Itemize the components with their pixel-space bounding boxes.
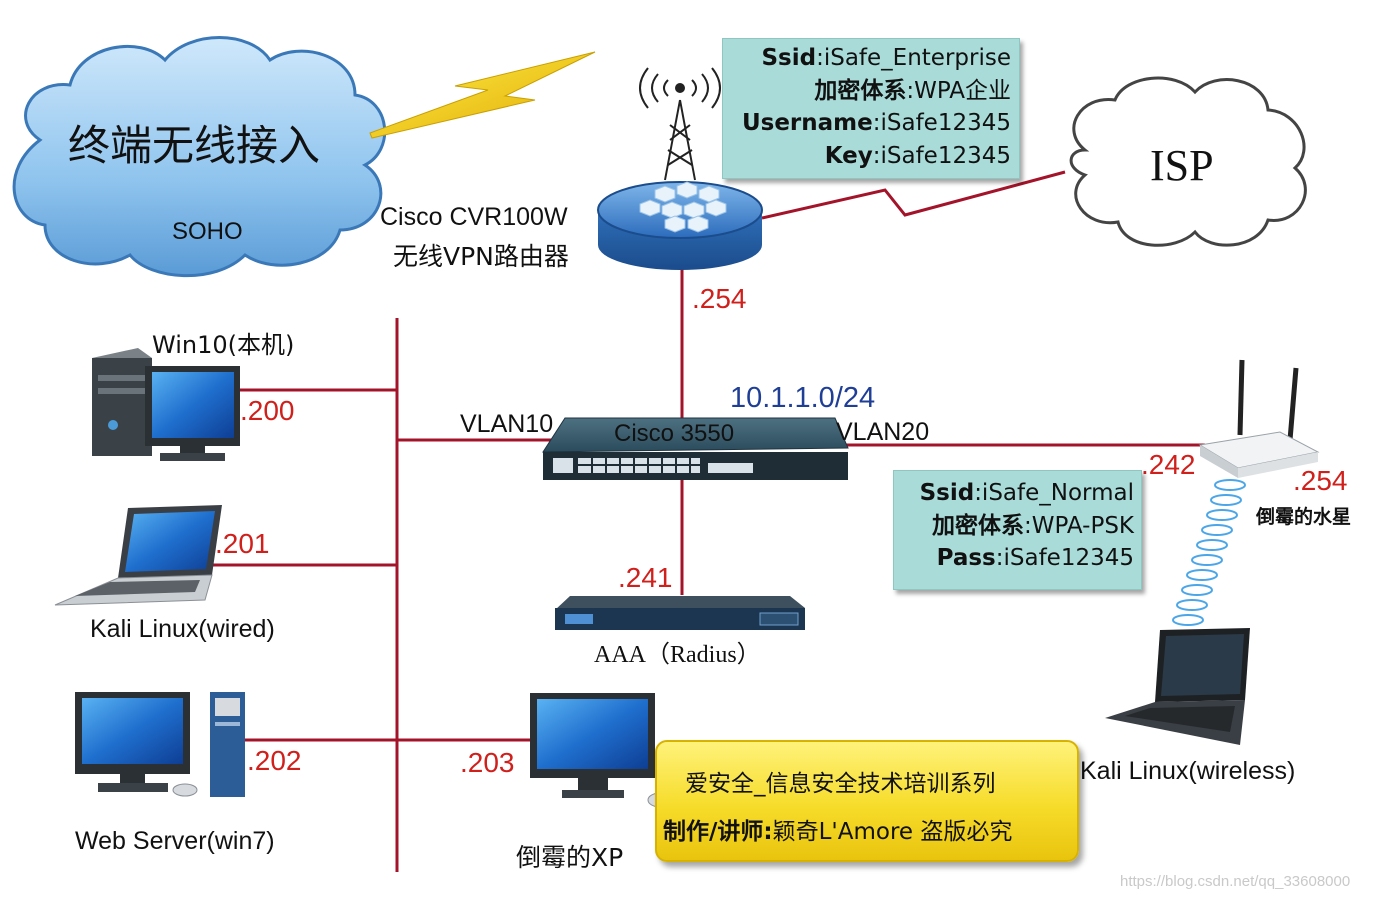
normal-pass-row: Pass:iSafe12345 xyxy=(894,542,1134,575)
router-icon xyxy=(597,181,763,270)
isp-cloud-icon xyxy=(1069,76,1307,247)
web-server-ip: .202 xyxy=(247,745,302,776)
wireless-signal-coil-icon xyxy=(1172,479,1246,626)
pass-key: Key xyxy=(824,142,873,169)
router-name: Cisco CVR100W xyxy=(380,203,568,231)
aaa-ip: .241 xyxy=(618,562,673,593)
normal-enc-value: :WPA-PSK xyxy=(1024,512,1134,539)
normal-pass-value: :iSafe12345 xyxy=(995,545,1134,571)
win10-label: Win10(本机) xyxy=(152,331,295,359)
win10-ip: .200 xyxy=(240,395,295,426)
soho-cloud-subtitle: SOHO xyxy=(172,218,243,245)
vlan10-label: VLAN10 xyxy=(460,410,554,438)
soho-cloud-title: 终端无线接入 xyxy=(68,121,321,170)
link-router-isp xyxy=(761,170,1066,220)
aaa-label: AAA（Radius） xyxy=(594,642,761,668)
normal-enc-row: 加密体系:WPA-PSK xyxy=(894,510,1134,543)
kali-wired-label: Kali Linux(wired) xyxy=(90,615,275,643)
router-desc: 无线VPN路由器 xyxy=(393,242,569,271)
aaa-server-icon xyxy=(555,596,805,630)
ap-wan-ip: .242 xyxy=(1141,449,1196,480)
links xyxy=(210,170,1205,872)
vlan20-label: VLAN20 xyxy=(836,418,930,446)
user-key: Username xyxy=(741,110,873,136)
web-server-label: Web Server(win7) xyxy=(75,827,275,855)
win10-pc-icon xyxy=(92,348,240,461)
subnet-label: 10.1.1.0/24 xyxy=(730,382,876,414)
banner-line2: 制作/讲师:颖奇L'Amore 盗版必究 xyxy=(663,812,1012,846)
training-banner: 爱安全_信息安全技术培训系列 制作/讲师:颖奇L'Amore 盗版必究 xyxy=(655,740,1079,862)
xp-pc-icon xyxy=(530,693,673,808)
enc-value: :WPA企业 xyxy=(906,77,1011,104)
mercury-ap-icon xyxy=(1198,359,1320,478)
xp-ip: .203 xyxy=(460,747,515,778)
watermark: https://blog.csdn.net/qq_33608000 xyxy=(1120,873,1351,890)
enterprise-enc-row: 加密体系:WPA企业 xyxy=(723,75,1011,108)
normal-enc-key: 加密体系 xyxy=(932,512,1025,539)
web-server-icon xyxy=(75,692,245,797)
ap-lan-ip: .254 xyxy=(1293,465,1348,496)
isp-label: ISP xyxy=(1150,141,1214,190)
normal-ssid-row: Ssid:iSafe_Normal xyxy=(894,477,1134,510)
ssid-key: Ssid xyxy=(761,45,817,71)
wireless-bolt-icon xyxy=(369,51,596,139)
normal-ssid-key: Ssid xyxy=(919,480,975,506)
kali-wireless-label: Kali Linux(wireless) xyxy=(1080,757,1296,785)
enterprise-user-row: Username:iSafe12345 xyxy=(723,107,1011,140)
normal-pass-key: Pass xyxy=(936,545,996,571)
enc-key: 加密体系 xyxy=(814,77,907,104)
kali-wired-ip: .201 xyxy=(215,528,270,559)
enterprise-wifi-info: Ssid:iSafe_Enterprise 加密体系:WPA企业 Usernam… xyxy=(722,38,1020,179)
user-value: :iSafe12345 xyxy=(872,110,1011,136)
switch-name: Cisco 3550 xyxy=(614,420,735,447)
kali-wireless-laptop-icon xyxy=(1105,628,1250,745)
enterprise-pass-row: Key:iSafe12345 xyxy=(723,140,1011,173)
normal-wifi-info: Ssid:iSafe_Normal 加密体系:WPA-PSK Pass:iSaf… xyxy=(893,470,1142,590)
banner-author-key: 制作/讲师: xyxy=(663,819,773,845)
switch-icon xyxy=(542,417,849,480)
router-antenna-tower-icon xyxy=(639,67,721,181)
banner-author-value: 颖奇L'Amore 盗版必究 xyxy=(772,819,1013,845)
soho-cloud-icon xyxy=(12,36,387,278)
ssid-value: :iSafe_Enterprise xyxy=(816,45,1011,71)
banner-line1: 爱安全_信息安全技术培训系列 xyxy=(685,771,996,797)
pass-value: :iSafe12345 xyxy=(872,142,1011,169)
xp-label: 倒霉的XP xyxy=(516,843,624,872)
enterprise-ssid-row: Ssid:iSafe_Enterprise xyxy=(723,42,1011,75)
normal-ssid-value: :iSafe_Normal xyxy=(974,480,1134,506)
ap-label: 倒霉的水星 xyxy=(1256,506,1352,528)
router-ip: .254 xyxy=(692,283,747,314)
kali-wired-laptop-icon xyxy=(54,505,222,606)
